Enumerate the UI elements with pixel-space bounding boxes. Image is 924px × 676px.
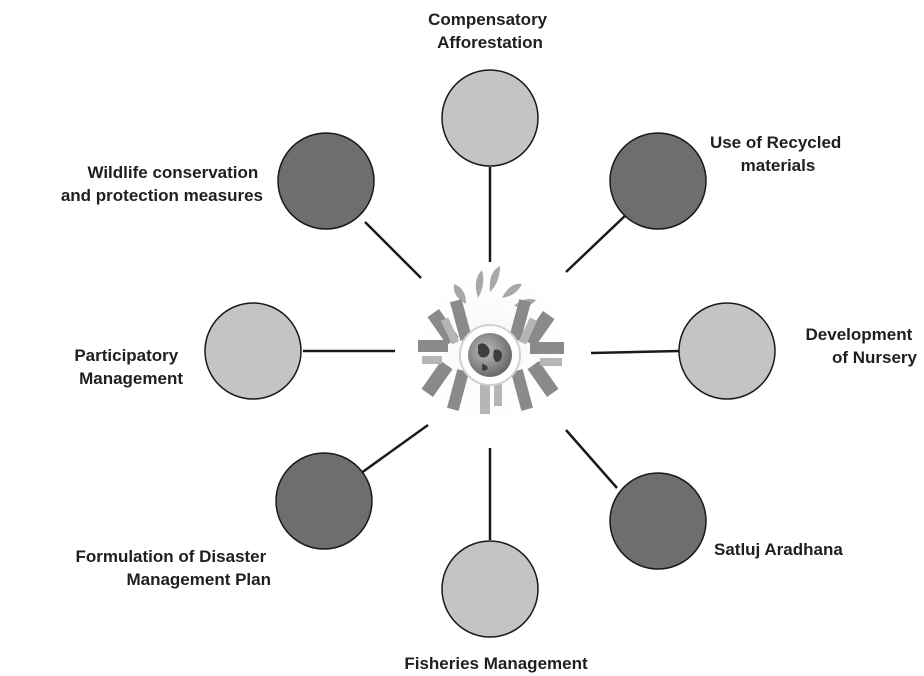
node-wildlife-conservation (277, 132, 375, 230)
node-labels: Compensatory Afforestation Use of Recycl… (61, 10, 918, 673)
connector-formulation-of-disaster-management-plan (356, 423, 429, 478)
connector-wildlife-conservation (364, 221, 422, 279)
node-circles (204, 69, 776, 638)
label-use-of-recycled-materials: Use of Recycled materials (710, 133, 846, 175)
label-formulation-of-disaster-management-plan: Formulation of Disaster Management Plan (75, 547, 271, 589)
label-development-of-nursery: Development of Nursery (806, 325, 918, 367)
label-compensatory-afforestation: Compensatory Afforestation (428, 10, 552, 52)
node-formulation-of-disaster-management-plan (275, 452, 373, 550)
connector-satluj-aradhana (565, 429, 618, 489)
label-satluj-aradhana: Satluj Aradhana (714, 540, 843, 559)
node-fisheries-management (441, 540, 539, 638)
node-compensatory-afforestation (441, 69, 539, 167)
node-participatory-management (204, 302, 302, 400)
node-use-of-recycled-materials (609, 132, 707, 230)
label-wildlife-conservation: Wildlife conservation and protection mea… (61, 163, 263, 205)
node-satluj-aradhana (609, 472, 707, 570)
eco-city-globe-icon (402, 259, 578, 435)
label-fisheries-management: Fisheries Management (404, 654, 588, 673)
connector-development-of-nursery (590, 349, 680, 355)
connector-lines (303, 167, 680, 540)
label-participatory-management: Participatory Management (74, 346, 183, 388)
node-development-of-nursery (678, 302, 776, 400)
connector-use-of-recycled-materials (565, 212, 629, 273)
